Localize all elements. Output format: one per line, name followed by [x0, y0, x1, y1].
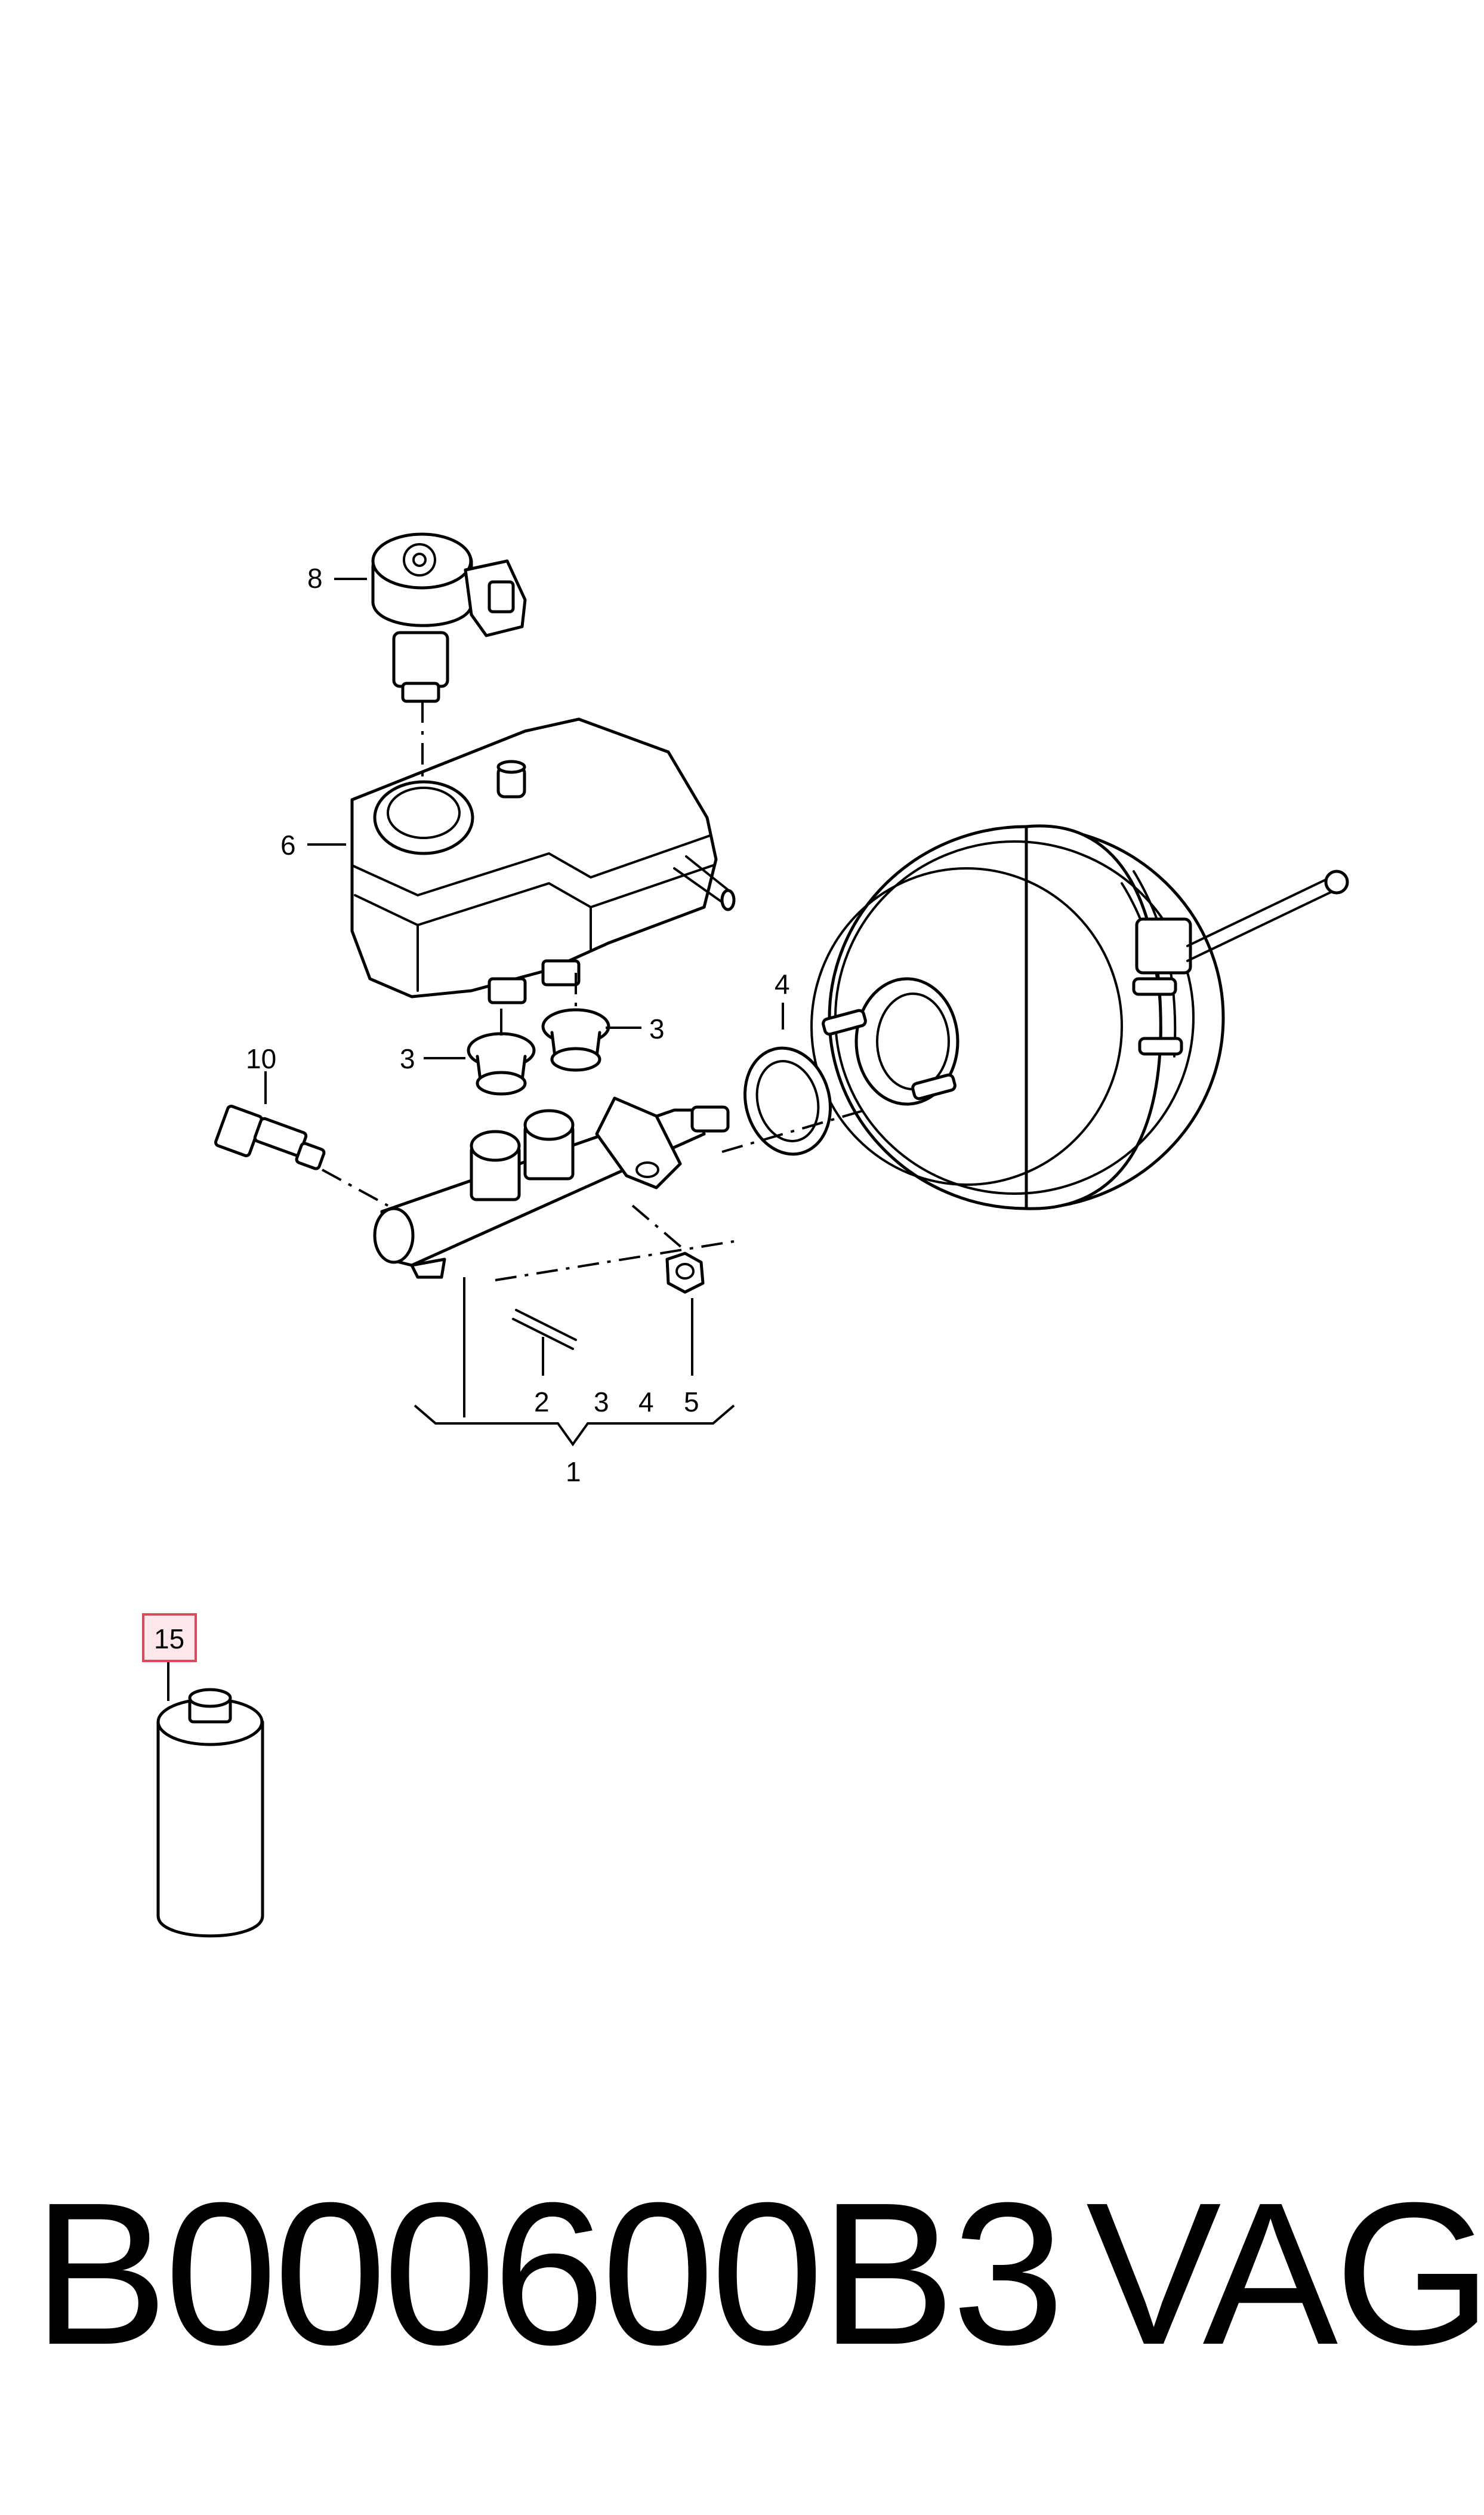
callout-3-group: 3 — [594, 1386, 609, 1417]
callout-2: 2 — [534, 1386, 550, 1417]
grommet-right — [541, 973, 610, 1072]
highlight-box-15 — [142, 1613, 197, 1662]
grommet-left — [467, 1009, 536, 1096]
callout-4-group: 4 — [638, 1386, 654, 1417]
reservoir-cap-with-sensor — [371, 532, 527, 703]
pressure-sensor — [214, 1071, 388, 1207]
callout-15: 15 — [154, 1623, 184, 1654]
callout-10: 10 — [246, 1043, 276, 1074]
callout-8: 8 — [307, 563, 323, 594]
callout-6: 6 — [280, 830, 296, 861]
brand-name: VAG — [1086, 2160, 1484, 2387]
brake-booster — [810, 824, 1349, 1210]
assembly-bracket — [414, 1277, 735, 1447]
callout-5: 5 — [684, 1386, 699, 1417]
brake-master-cylinder — [373, 1096, 730, 1279]
brake-fluid-bottle — [156, 1662, 264, 1938]
brake-fluid-reservoir — [350, 717, 736, 1004]
callout-3-left: 3 — [400, 1043, 415, 1074]
callout-4-gasket: 4 — [775, 969, 790, 1000]
part-number: B000600B3 — [33, 2160, 1065, 2387]
callout-1: 1 — [566, 1456, 581, 1487]
pin — [495, 1240, 735, 1376]
callout-3-right: 3 — [649, 1013, 665, 1044]
nut — [631, 1204, 705, 1376]
